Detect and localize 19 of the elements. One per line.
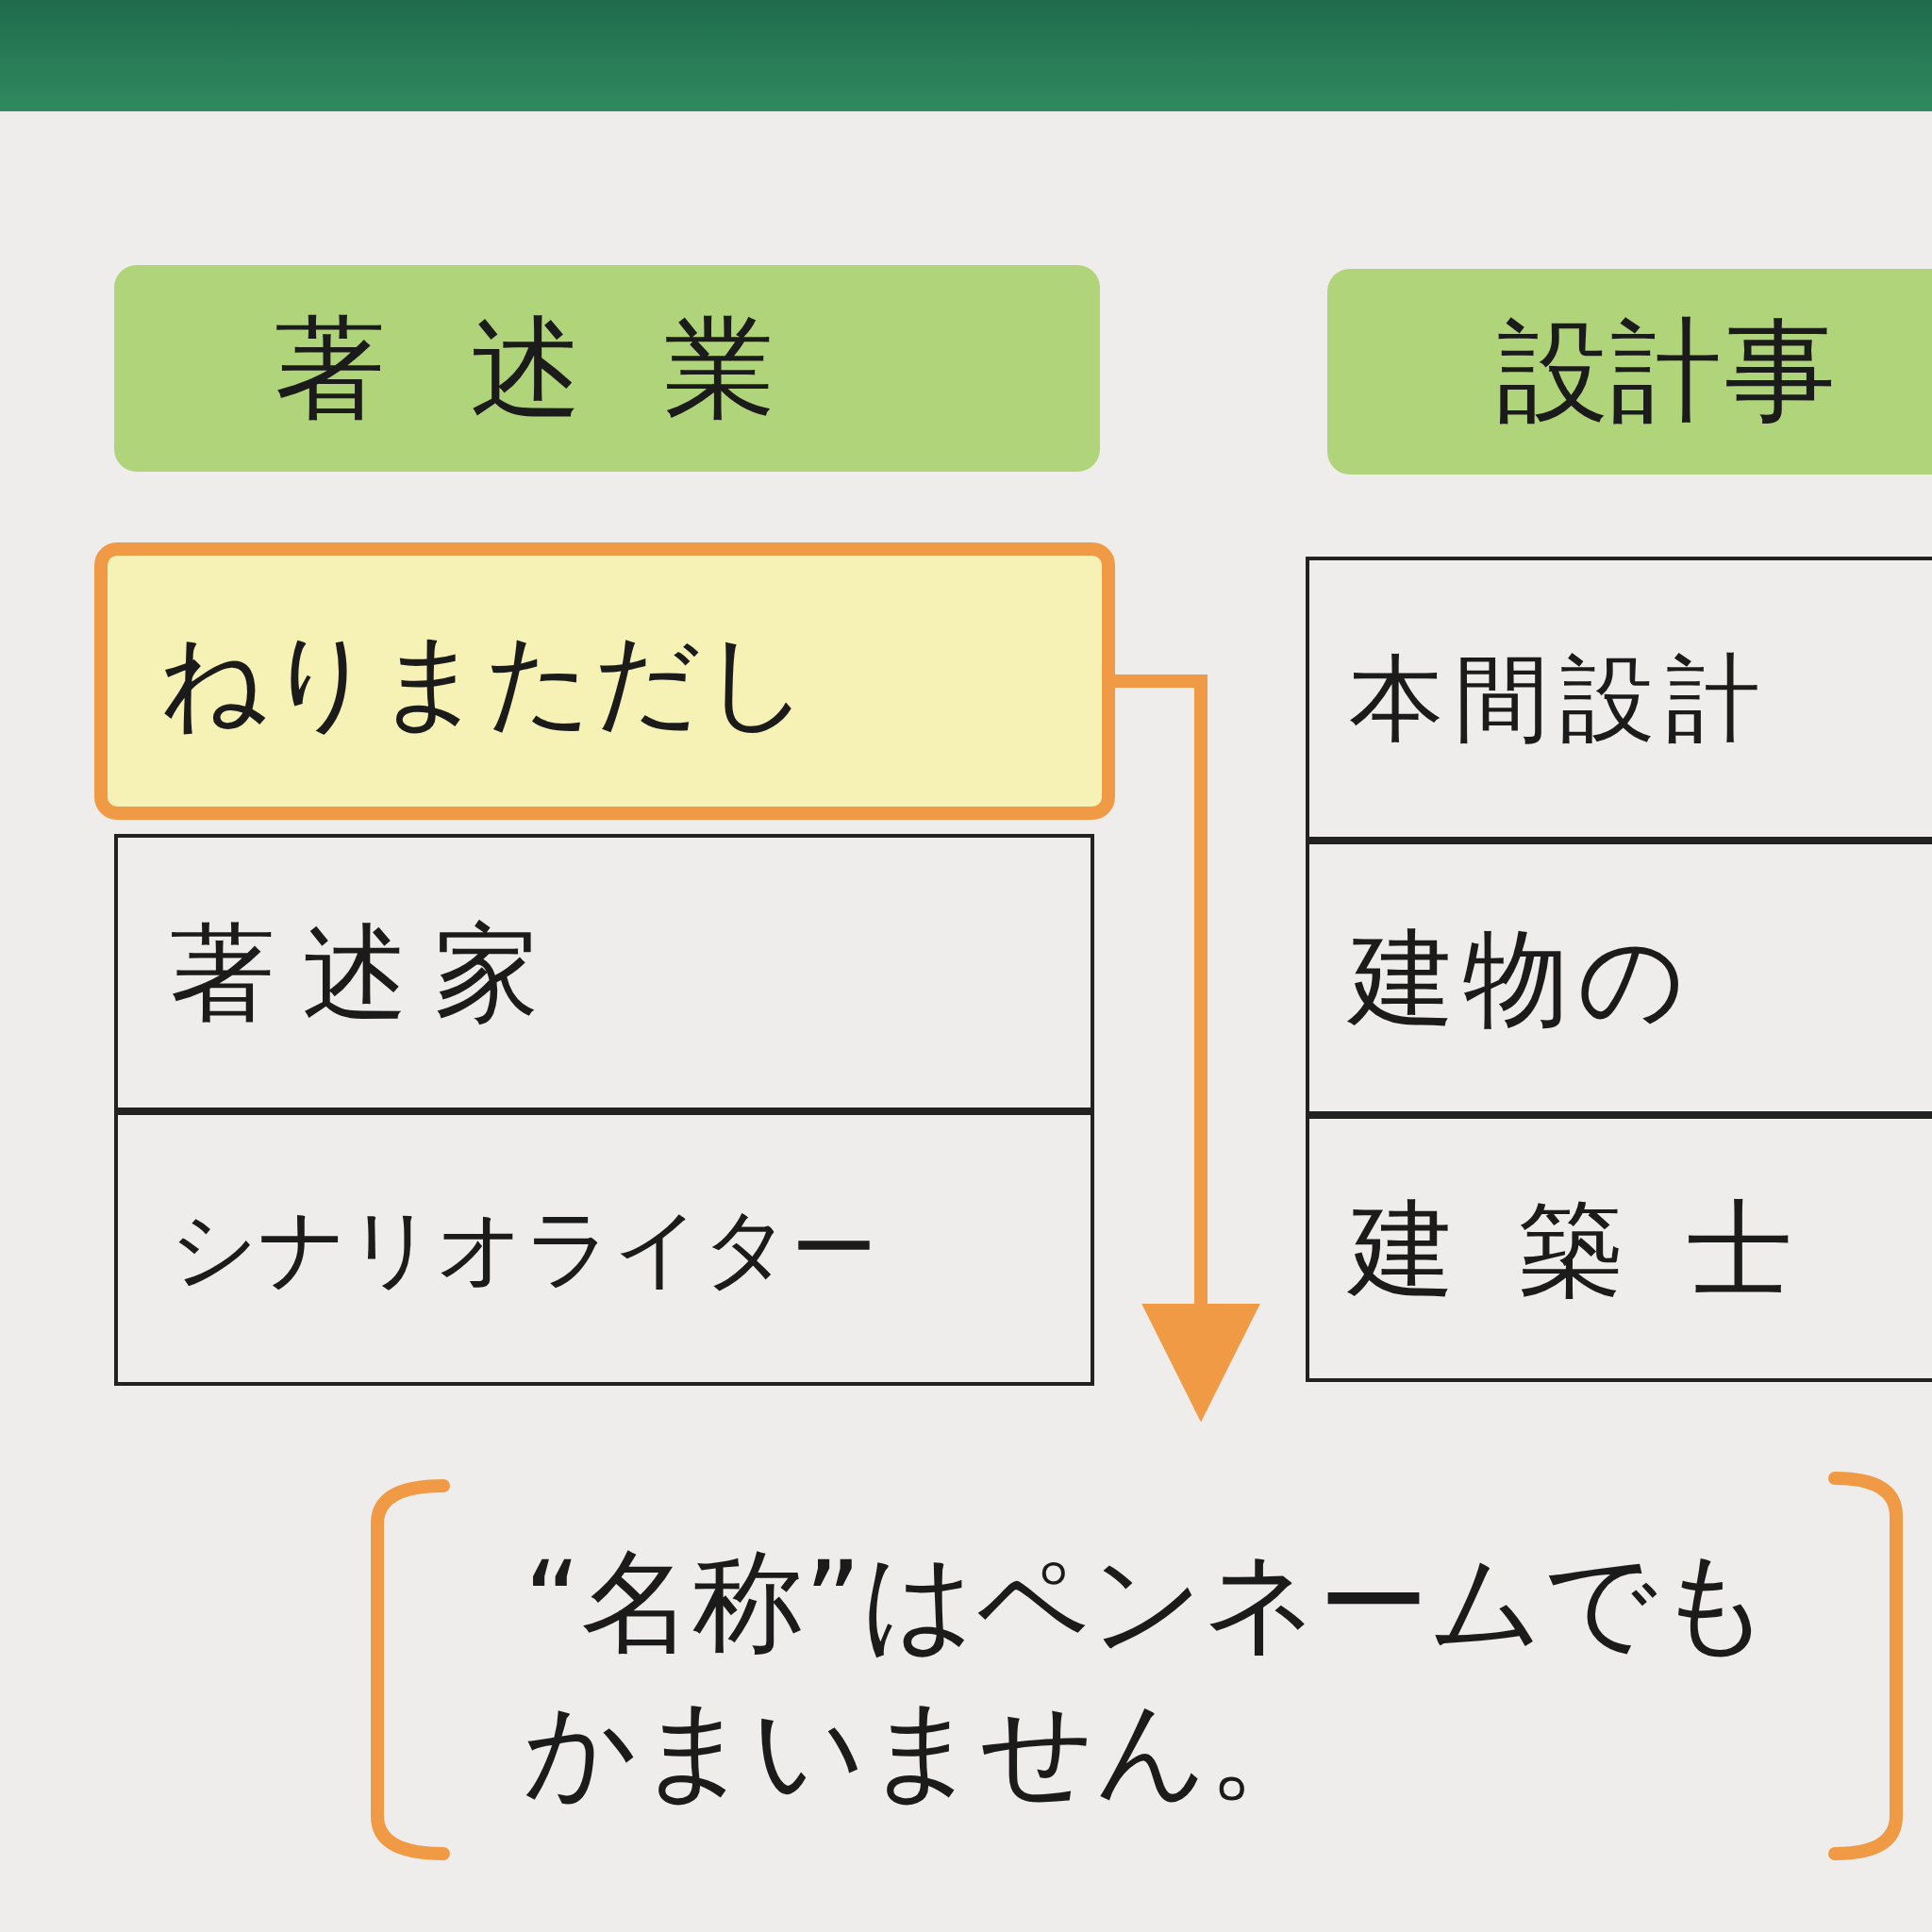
table-row bbox=[1306, 1115, 1932, 1382]
table-row bbox=[114, 1111, 1094, 1386]
category-header bbox=[1327, 269, 1932, 475]
table-row bbox=[1306, 841, 1932, 1115]
table-row bbox=[114, 834, 1094, 1111]
table-row bbox=[1306, 557, 1932, 841]
header-band bbox=[0, 0, 1932, 111]
highlighted-row bbox=[94, 542, 1115, 820]
row-label: 著述家 bbox=[170, 909, 566, 1036]
category-header bbox=[114, 265, 1100, 472]
header-label: 設計事 bbox=[1497, 305, 1839, 439]
note-text: “名称”はペンネームでもかまいません。 bbox=[524, 1536, 1774, 1817]
row-label: 本間設計 bbox=[1349, 641, 1772, 756]
row-label: 建物の bbox=[1349, 915, 1694, 1041]
header-label: 著述業 bbox=[275, 301, 859, 435]
row-label: シナリオライター bbox=[170, 1196, 877, 1301]
row-label: ねりまただし bbox=[159, 618, 810, 744]
arrow bbox=[1115, 675, 1260, 1423]
row-label: 建築士 bbox=[1349, 1186, 1857, 1312]
